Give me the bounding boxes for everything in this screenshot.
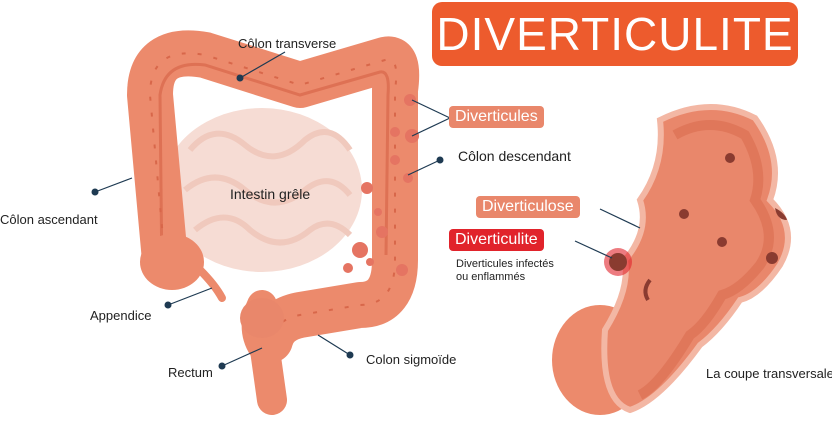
note-infected-line2: ou enflammés	[456, 271, 526, 283]
label-colon-descendant: Côlon descendant	[458, 148, 571, 164]
diverticula	[343, 94, 419, 276]
tag-diverticulite: Diverticulite	[449, 229, 544, 251]
tag-diverticules: Diverticules	[449, 106, 544, 128]
cross-section	[552, 104, 791, 415]
label-rectum: Rectum	[168, 365, 213, 380]
label-intestin-grele: Intestin grêle	[230, 186, 311, 202]
title-banner: DIVERTICULITE	[432, 2, 798, 66]
label-colon-ascendant: Côlon ascendant	[0, 212, 98, 227]
tag-diverticulose: Diverticulose	[476, 196, 580, 218]
small-intestine	[162, 108, 362, 272]
note-infected-line1: Diverticules infectés	[456, 258, 554, 270]
leaders	[91, 51, 641, 370]
note-infected: Diverticules infectés ou enflammés	[456, 258, 554, 284]
label-colon-sigmoide: Colon sigmoïde	[366, 352, 457, 367]
label-appendice: Appendice	[90, 308, 152, 323]
colon	[127, 30, 420, 415]
label-coupe-transversale: La coupe transversale	[706, 366, 832, 381]
label-colon-transverse: Côlon transverse	[238, 36, 337, 51]
page-title: DIVERTICULITE	[436, 8, 794, 60]
